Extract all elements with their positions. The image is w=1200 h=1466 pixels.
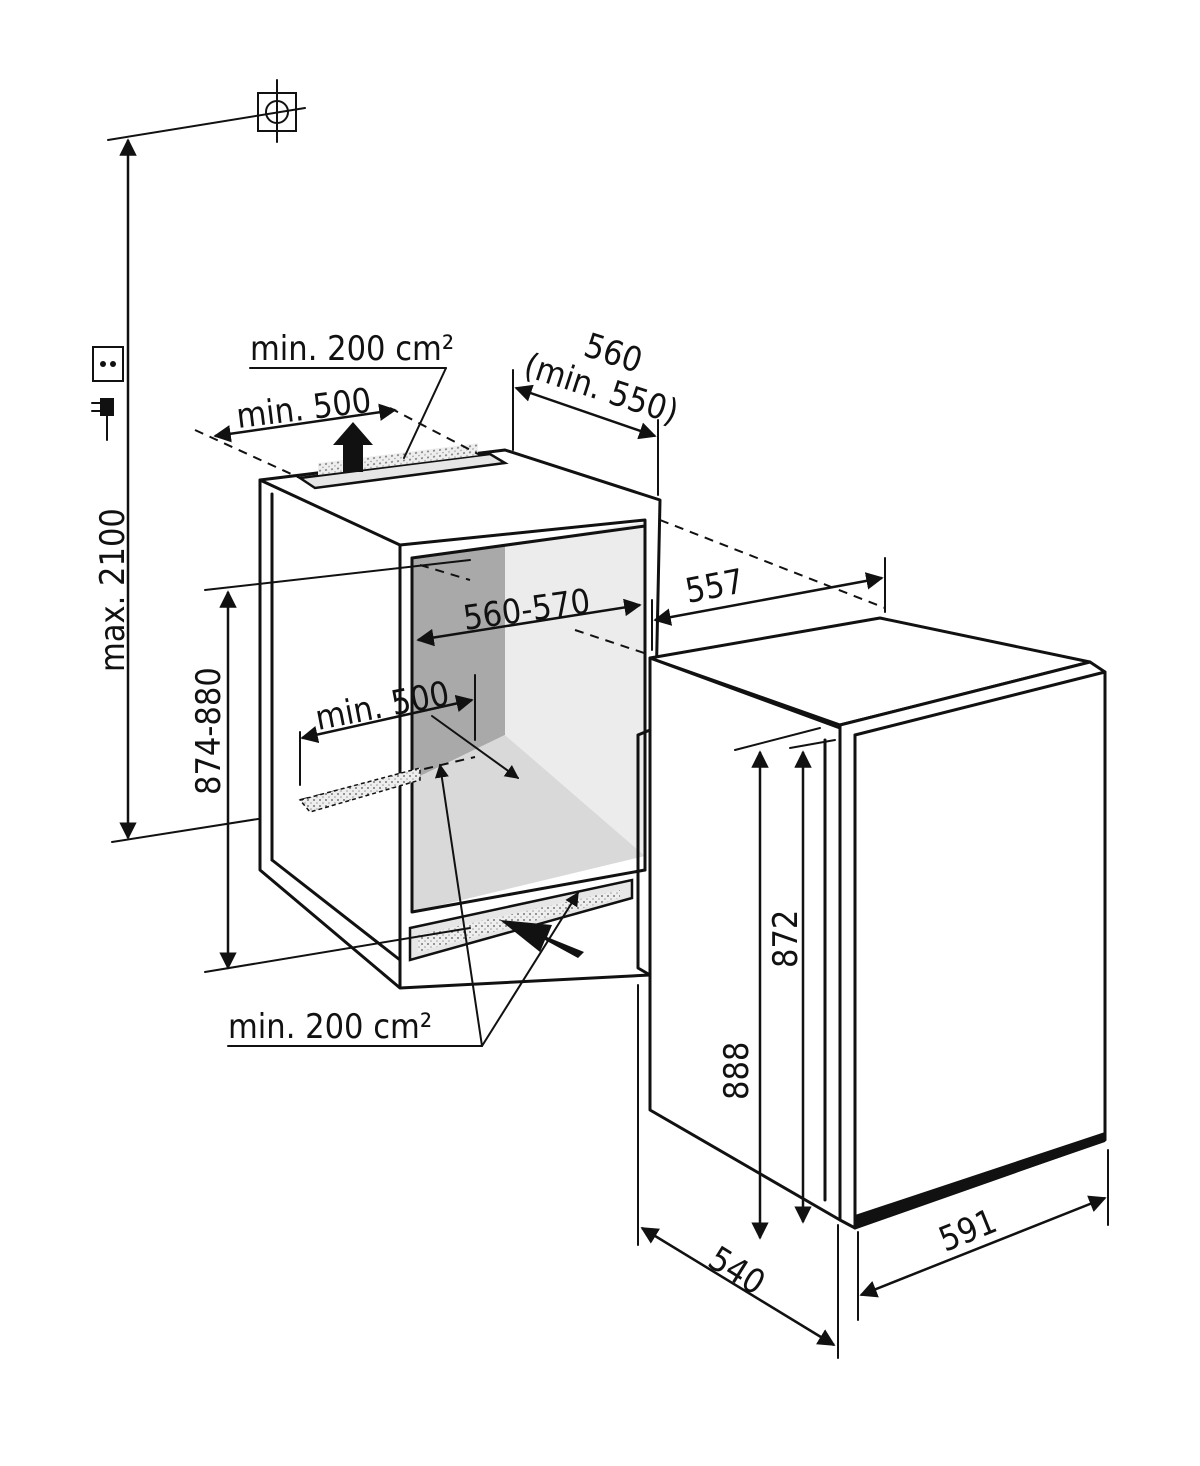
water-connection-icon [107,79,306,143]
niche-height-dimension: 874-880 [189,559,471,973]
top-vent-area-callout: min. 200 cm² [249,329,454,459]
bottom-vent-area-label: min. 200 cm² [228,1007,432,1047]
appliance-height-inner-label: 872 [766,910,806,968]
appliance [636,616,1107,1230]
appliance-width-label: 591 [933,1201,1002,1260]
niche-height-label: 874-880 [189,667,229,795]
bottom-vent-area-callout: min. 200 cm² [227,763,579,1047]
airflow-in-arrow [500,920,584,958]
power-plug-icon [91,398,114,441]
top-vent-area-label: min. 200 cm² [250,329,454,369]
top-clearance-dimension: min. 500 [213,381,397,443]
max-height-label: max. 2100 [93,508,133,672]
appliance-depth-bottom-label: 540 [701,1239,772,1304]
appliance-height-outer-label: 888 [717,1042,757,1100]
power-socket-icon [92,346,124,382]
appliance-height-inner-dimension: 872 [766,739,836,1224]
appliance-height-outer-dimension: 888 [717,727,821,1240]
